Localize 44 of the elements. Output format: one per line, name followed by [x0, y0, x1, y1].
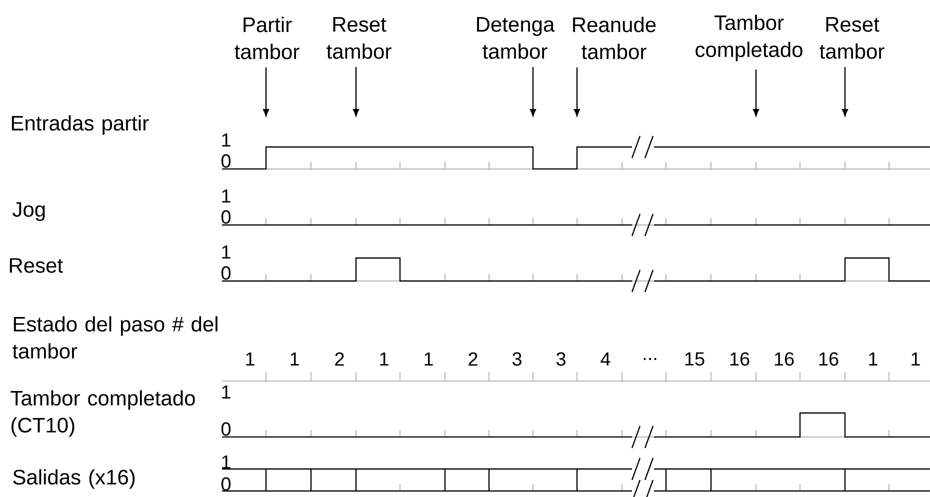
signal-label: Estado del paso # del tambor: [12, 316, 218, 359]
signal-label: Tambor completado (CT10): [10, 390, 195, 437]
arrow: [530, 67, 536, 116]
step-number: 1: [246, 352, 254, 366]
step-number: ...: [644, 358, 656, 360]
level-label: 1: [222, 455, 230, 469]
signal-label: Salidas (x16): [13, 469, 135, 489]
event-label: Detenga tambor: [477, 17, 555, 59]
signal-label: Entradas partir: [12, 115, 149, 135]
step-number: 1: [380, 352, 388, 366]
level-label: 0: [221, 154, 231, 168]
level-label: 0: [221, 477, 231, 491]
level-label: 1: [222, 385, 230, 399]
event-label: Partir tambor: [234, 16, 300, 60]
arrow: [842, 67, 848, 116]
step-number: 1: [869, 352, 878, 366]
step-number: 1: [424, 352, 433, 366]
step-number: 16: [730, 352, 750, 366]
step-number: 15: [685, 352, 704, 366]
step-number: 1: [912, 352, 920, 366]
level-label: 1: [222, 133, 230, 147]
signal-label: Jog: [12, 202, 45, 221]
step-number: 1: [290, 352, 299, 366]
step-number: 2: [468, 352, 478, 366]
arrow: [574, 67, 580, 116]
level-label: 0: [221, 422, 231, 436]
arrow: [752, 69, 760, 116]
event-label: Reset tambor: [820, 17, 884, 59]
step-number: 4: [600, 352, 610, 366]
step-number: 2: [335, 352, 344, 366]
arrow: [352, 67, 360, 116]
level-label: 0: [221, 266, 231, 280]
level-label: 0: [221, 210, 231, 224]
level-label: 1: [222, 189, 230, 203]
arrow: [262, 67, 270, 116]
level-label: 1: [222, 245, 230, 259]
step-number: 3: [512, 352, 522, 366]
event-label: Reanude tambor: [573, 16, 656, 60]
step-number: 16: [819, 352, 838, 366]
event-label: Reset tambor: [326, 17, 392, 59]
step-number: 16: [774, 352, 794, 366]
signal-label: Reset: [10, 258, 63, 273]
event-label: Tambor completado: [696, 14, 802, 62]
step-number: 3: [556, 352, 566, 366]
